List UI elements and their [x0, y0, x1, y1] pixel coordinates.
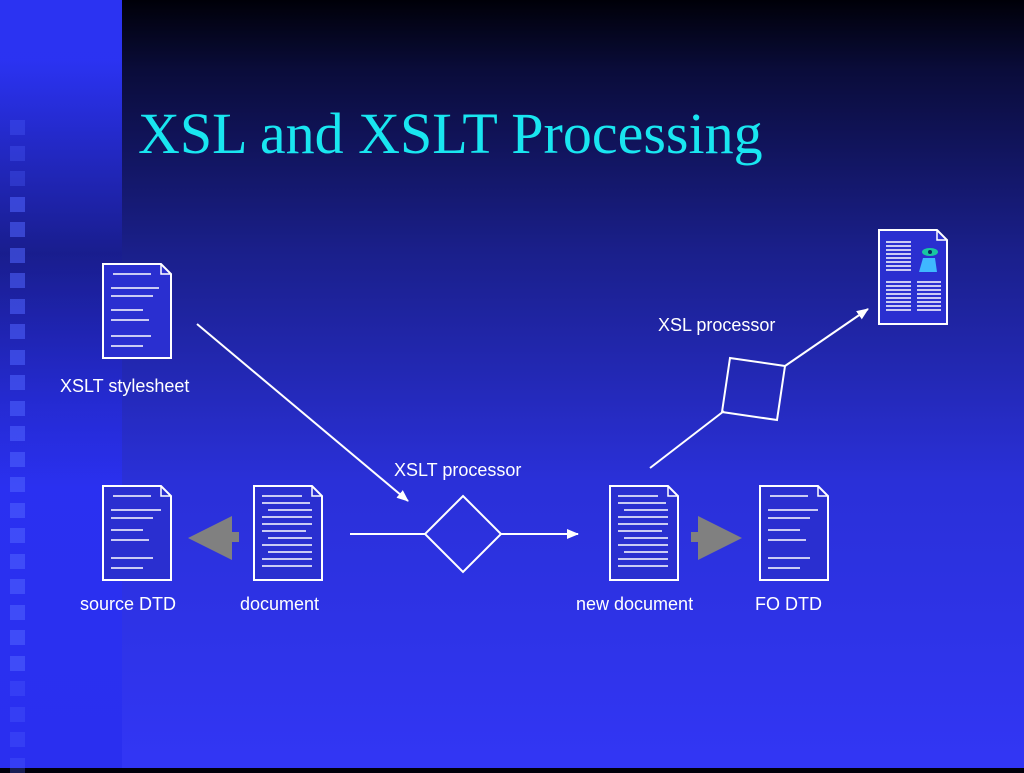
xslt-processor-diamond	[423, 494, 503, 574]
xslt-stylesheet-doc-icon	[102, 263, 172, 359]
xslt-processor-label: XSLT processor	[394, 460, 522, 480]
decor-square	[10, 477, 25, 492]
xsl-processor-to-output-arrow	[784, 308, 869, 367]
gray-right-arrow	[691, 516, 742, 560]
source-dtd-doc-icon	[102, 485, 172, 581]
decor-square	[10, 681, 25, 696]
decor-square	[10, 604, 25, 620]
xsl-processor-label: XSL processor	[658, 315, 776, 335]
decor-square	[10, 120, 25, 135]
xsl-processor-square	[720, 356, 787, 422]
decor-square	[10, 579, 25, 594]
decor-square	[10, 298, 25, 314]
source-dtd-label: source DTD	[80, 594, 177, 614]
formatted-output-page-icon	[878, 229, 948, 325]
decor-square	[10, 375, 25, 390]
decor-square	[10, 732, 25, 747]
gray-left-arrow	[188, 516, 239, 560]
decor-square	[10, 451, 25, 467]
decor-square	[10, 349, 25, 365]
decor-square	[10, 324, 25, 339]
slide-title: XSL and XSLT Processing	[138, 101, 763, 166]
decor-square	[10, 502, 25, 518]
new-document-label: new document	[576, 594, 694, 614]
xslt-stylesheet-label: XSLT stylesheet	[60, 376, 190, 396]
decor-square	[10, 655, 25, 671]
decor-square	[10, 247, 25, 263]
decor-square	[10, 145, 25, 161]
decor-square	[10, 706, 25, 722]
decor-square	[10, 528, 25, 543]
decor-square	[10, 273, 25, 288]
decor-square	[10, 171, 25, 186]
stylesheet-to-processor-arrow	[196, 323, 409, 502]
document-label: document	[240, 594, 320, 614]
decor-square	[10, 400, 25, 416]
fo-dtd-label: FO DTD	[755, 594, 822, 614]
fo-dtd-doc-icon	[759, 485, 829, 581]
decor-square	[10, 426, 25, 441]
document-doc-icon	[253, 485, 323, 581]
decor-square	[10, 553, 25, 569]
decor-square	[10, 630, 25, 645]
new-document-to-xsl-processor-line	[649, 410, 725, 469]
decor-square	[10, 196, 25, 212]
decor-square	[10, 222, 25, 237]
new-document-doc-icon	[609, 485, 679, 581]
